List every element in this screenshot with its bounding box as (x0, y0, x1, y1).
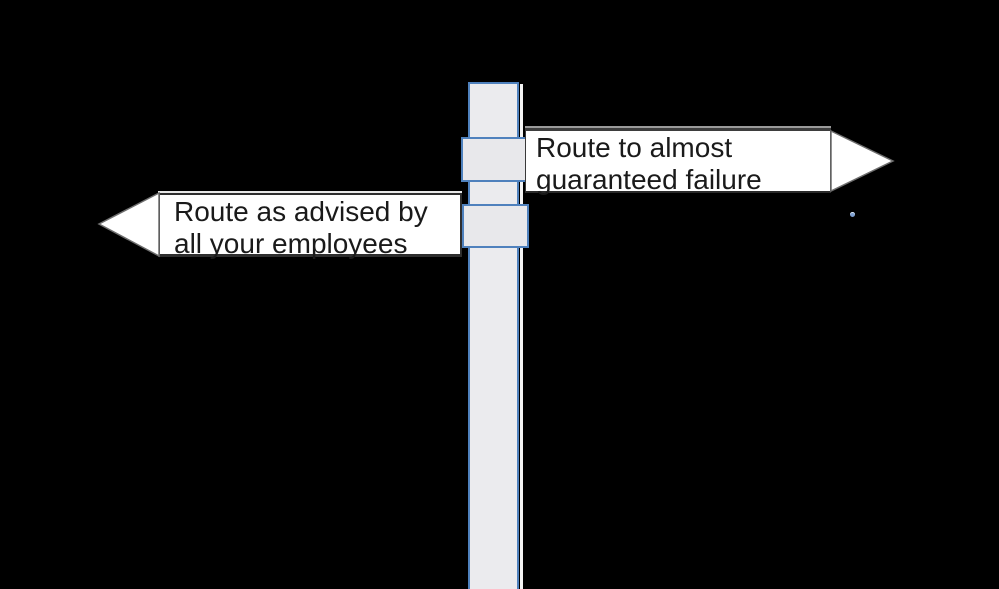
arrowhead-left-icon (97, 191, 160, 258)
right-sign: Route to almost guaranteed failure (525, 128, 831, 195)
artifact-dot (850, 212, 855, 217)
right-sign-text-line1: Route to almost (536, 132, 733, 163)
arrowhead-right-icon (830, 129, 895, 193)
right-sign-text-line2: guaranteed failure (536, 164, 762, 195)
left-sign: Route as advised by all your employees (158, 193, 462, 259)
pole-highlight-stripe (520, 84, 523, 589)
pole-bracket-bottom (462, 204, 529, 248)
left-sign-text-line2: all your employees (174, 228, 408, 259)
left-sign-text-line1: Route as advised by (174, 196, 428, 227)
pole-bracket-top (461, 137, 528, 182)
